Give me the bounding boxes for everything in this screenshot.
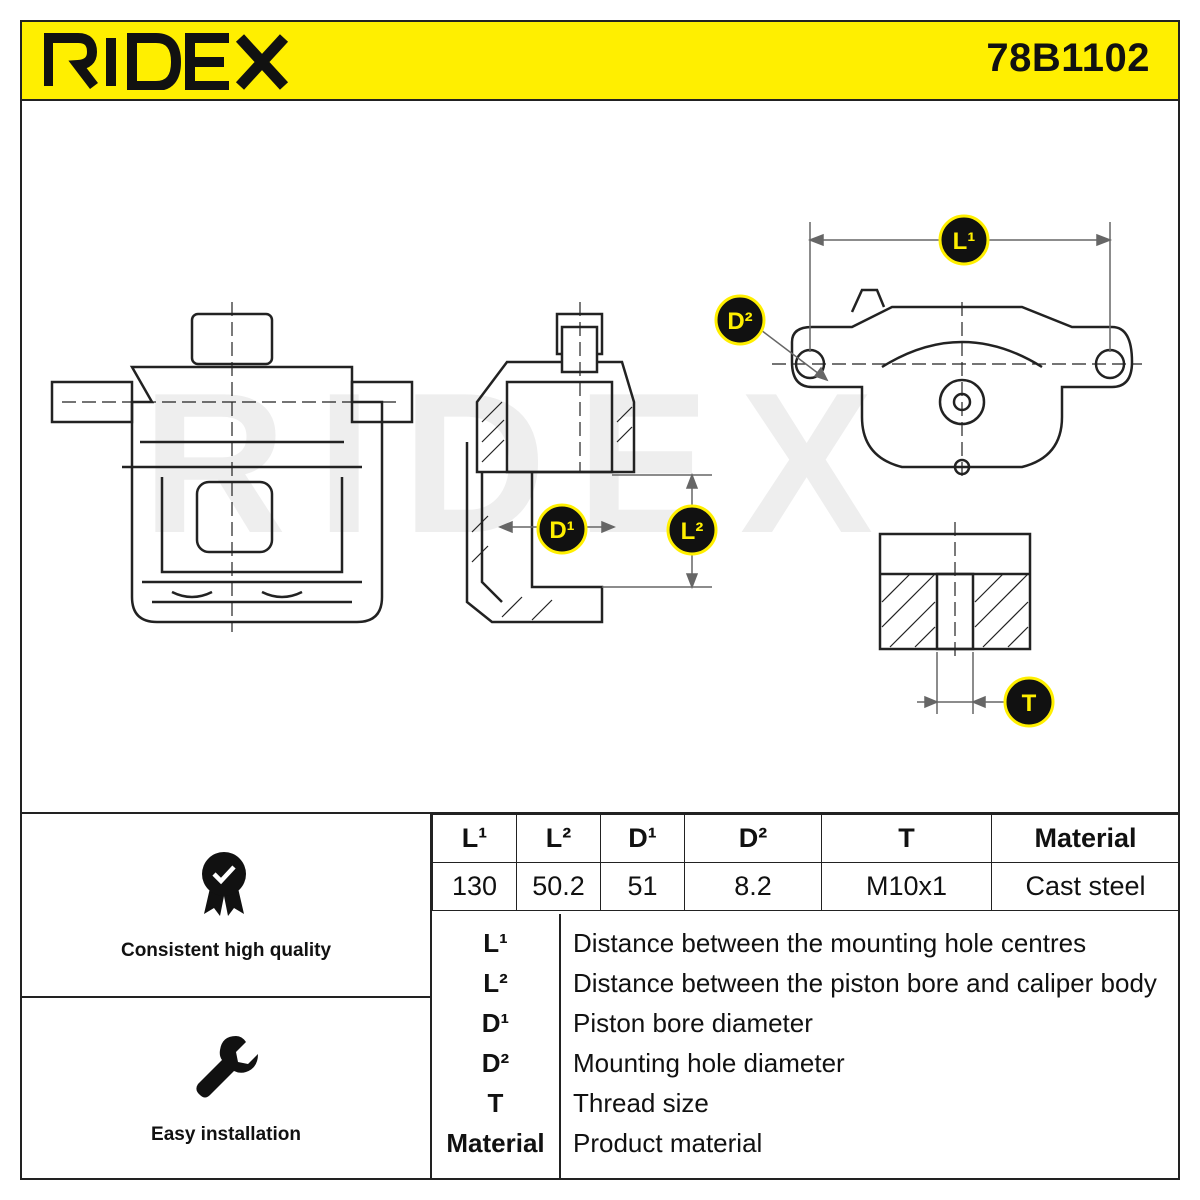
legend-key: L¹ (483, 928, 508, 958)
callout-l2: L² (666, 504, 718, 556)
spec-table: L¹ L² D¹ D² T Material 130 50.2 51 8.2 M… (432, 814, 1180, 911)
spec-value-d2: 8.2 (684, 862, 822, 911)
legend-desc: Product material (573, 1128, 763, 1158)
legend-row: L² Distance between the piston bore and … (432, 968, 1179, 1008)
callout-t: T (1003, 676, 1055, 728)
quality-badge-icon (202, 852, 246, 916)
spec-header-row: L¹ L² D¹ D² T Material (432, 814, 1180, 863)
feature-label-installation: Easy installation (151, 1124, 301, 1145)
top-view-centerlines (772, 302, 1142, 482)
t-dimension (917, 652, 1012, 714)
legend-row: D¹ Piston bore diameter (432, 1008, 1179, 1048)
watermark-text: RIDEX (142, 352, 903, 575)
svg-text:L²: L² (681, 518, 704, 545)
spec-value-material: Cast steel (991, 862, 1180, 911)
legend-divider (559, 914, 561, 1180)
callout-d1: D¹ (536, 503, 588, 555)
spec-value-t: M10x1 (821, 862, 992, 911)
features-row-divider (20, 996, 432, 998)
spec-header-material: Material (991, 814, 1180, 863)
spec-value-row: 130 50.2 51 8.2 M10x1 Cast steel (432, 862, 1180, 911)
d2-leader (756, 326, 829, 382)
caliper-drawing: RIDEX (50, 214, 1142, 728)
callout-l1: L¹ (938, 214, 990, 266)
caliper-front-view (50, 302, 414, 632)
thread-hatching (881, 573, 1029, 648)
part-number: 78B1102 (986, 36, 1150, 80)
wrench-icon (196, 1036, 258, 1098)
legend: L¹ Distance between the mounting hole ce… (432, 914, 1179, 1180)
legend-row: L¹ Distance between the mounting hole ce… (432, 928, 1179, 968)
feature-label-quality: Consistent high quality (120, 940, 332, 961)
spec-header-d1: D¹ (600, 814, 685, 863)
spec-value-d1: 51 (600, 862, 685, 911)
legend-key: D¹ (481, 1008, 510, 1038)
legend-key: D² (481, 1048, 510, 1078)
legend-row: D² Mounting hole diameter (432, 1048, 1179, 1088)
section-hatching (471, 401, 633, 621)
legend-desc: Mounting hole diameter (573, 1048, 845, 1078)
bottom-divider (20, 812, 1180, 814)
spec-value-l2: 50.2 (516, 862, 601, 911)
spec-value-l1: 130 (432, 862, 517, 911)
legend-desc: Piston bore diameter (573, 1008, 813, 1038)
legend-key: T (487, 1088, 504, 1118)
svg-text:D¹: D¹ (549, 517, 574, 544)
svg-text:T: T (1022, 690, 1037, 717)
legend-row: Material Product material (432, 1128, 1179, 1168)
legend-row: T Thread size (432, 1088, 1179, 1128)
legend-key: L² (483, 968, 508, 998)
svg-text:D²: D² (727, 308, 752, 335)
legend-desc: Thread size (573, 1088, 709, 1118)
caliper-section-view (465, 302, 636, 624)
spec-header-l2: L² (516, 814, 601, 863)
spec-header-l1: L¹ (432, 814, 517, 863)
brand-logo (44, 33, 289, 90)
legend-desc: Distance between the piston bore and cal… (573, 968, 1157, 998)
callout-d2: D² (714, 294, 766, 346)
spec-header-d2: D² (684, 814, 822, 863)
legend-desc: Distance between the mounting hole centr… (573, 928, 1087, 958)
legend-key: Material (446, 1128, 545, 1158)
spec-header-t: T (821, 814, 992, 863)
svg-text:L¹: L¹ (953, 228, 976, 255)
thread-detail (878, 522, 1032, 662)
